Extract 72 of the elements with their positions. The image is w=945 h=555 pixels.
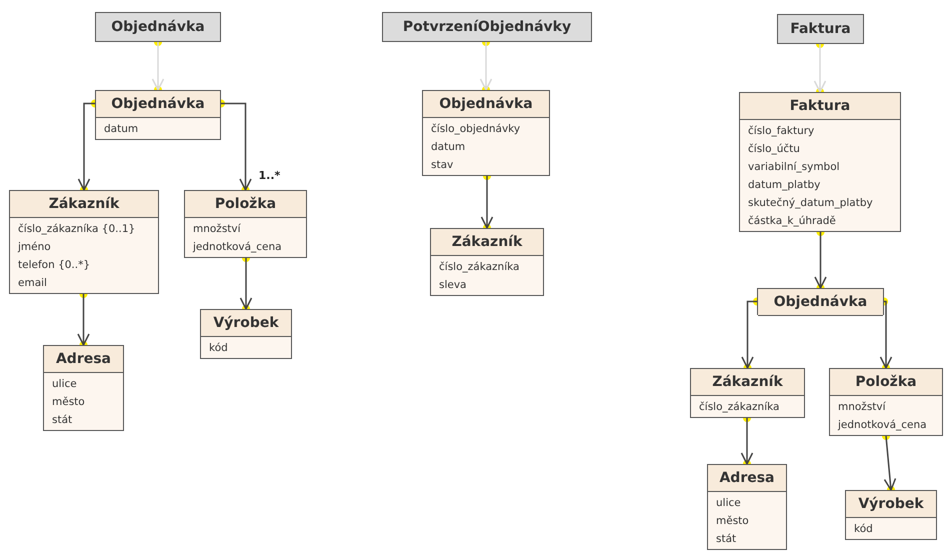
- attribute-text: skutečný_datum_platby: [748, 196, 873, 211]
- association-arrow: [152, 42, 164, 91]
- attribute-text: variabilní_symbol: [748, 160, 840, 175]
- association-arrow: [480, 176, 494, 229]
- attribute-text: email: [18, 276, 47, 291]
- class-box: [200, 309, 292, 359]
- class-name: Objednávka: [774, 292, 868, 312]
- class-box: [757, 288, 884, 315]
- attribute-text: množství: [193, 222, 241, 237]
- class-box: [184, 190, 307, 258]
- attribute-text: datum: [431, 140, 466, 155]
- attribute-text: kód: [854, 522, 873, 537]
- class-name: Výrobek: [213, 314, 279, 332]
- class-box: [430, 228, 544, 296]
- attribute-text: ulice: [716, 496, 741, 511]
- attribute-text: číslo_účtu: [748, 142, 800, 157]
- association-arrow: [884, 436, 896, 491]
- attribute-text: číslo_faktury: [748, 124, 814, 139]
- association-arrow: [78, 102, 95, 191]
- association-arrow: [480, 42, 492, 91]
- class-box: [739, 92, 901, 232]
- association-arrow: [77, 294, 90, 346]
- attribute-text: množství: [838, 400, 886, 415]
- class-box: [422, 90, 550, 176]
- attribute-text: kód: [209, 341, 228, 356]
- attribute-text: město: [52, 395, 85, 410]
- stereotype-box: PotvrzeníObjednávky: [382, 12, 592, 42]
- attribute-text: číslo_zákazníka: [439, 260, 520, 275]
- class-box: [95, 90, 221, 140]
- attribute-text: telefon {0..*}: [18, 258, 90, 273]
- association-arrow: [740, 418, 754, 465]
- attribute-text: sleva: [439, 278, 466, 293]
- stereotype-box: Objednávka: [95, 12, 221, 42]
- attribute-text: město: [716, 514, 749, 529]
- stereotype-box: Faktura: [777, 14, 864, 44]
- association-arrow: [814, 232, 827, 289]
- association-arrow: [814, 44, 826, 93]
- class-name: Zákazník: [452, 232, 522, 252]
- attribute-text: jméno: [18, 240, 51, 255]
- attribute-text: stát: [52, 413, 72, 428]
- attribute-text: číslo_zákazníka {0..1}: [18, 222, 136, 237]
- attribute-text: ulice: [52, 377, 77, 392]
- attribute-text: stav: [431, 158, 454, 173]
- association-arrow: [880, 300, 892, 369]
- attribute-text: částka_k_úhradě: [748, 214, 836, 229]
- class-box: [707, 464, 787, 550]
- class-name: Zákazník: [48, 194, 120, 214]
- class-name: Zákazník: [712, 372, 783, 392]
- attribute-text: číslo_objednávky: [431, 122, 520, 137]
- class-box: [9, 190, 159, 294]
- association-arrow: [741, 300, 757, 369]
- attribute-text: jednotková_cena: [193, 240, 282, 255]
- class-name: Objednávka: [439, 94, 533, 114]
- class-name: Objednávka: [111, 94, 205, 114]
- association-arrow: [221, 102, 252, 191]
- class-box: [690, 368, 805, 418]
- attribute-text: stát: [716, 532, 736, 547]
- class-box: [829, 368, 943, 436]
- class-name: Položka: [214, 194, 276, 214]
- association-arrow: [240, 258, 252, 310]
- class-name: Adresa: [56, 350, 112, 368]
- multiplicity-label: 1..*: [258, 170, 282, 181]
- attribute-text: datum: [104, 122, 138, 137]
- attribute-text: datum_platby: [748, 178, 820, 193]
- class-box: [845, 490, 937, 540]
- attribute-text: číslo_zákazníka: [699, 400, 780, 415]
- class-name: Adresa: [719, 468, 775, 488]
- attribute-text: jednotková_cena: [838, 418, 927, 433]
- class-name: Výrobek: [858, 494, 924, 514]
- class-box: [43, 345, 124, 431]
- class-name: Položka: [855, 372, 917, 392]
- class-name: Faktura: [790, 96, 850, 116]
